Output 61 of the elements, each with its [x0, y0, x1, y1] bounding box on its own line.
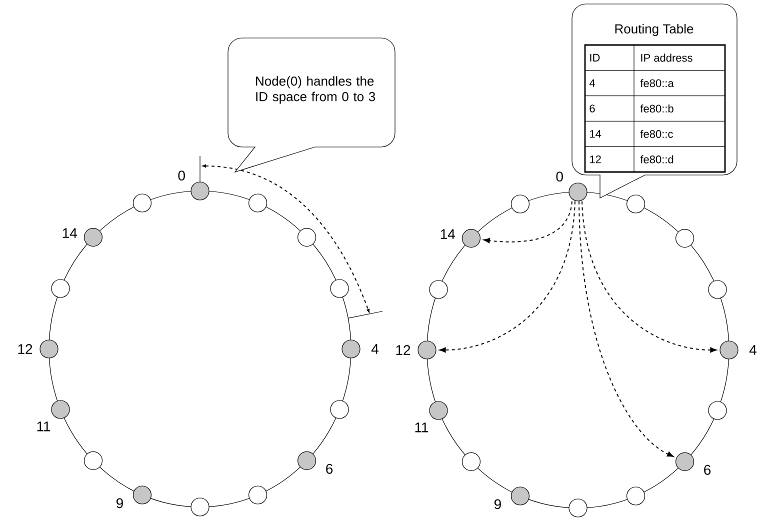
table-cell: fe80::b	[640, 104, 674, 113]
ring-node	[190, 182, 210, 200]
ring-node	[510, 486, 530, 506]
ring-node	[248, 194, 268, 212]
node-number: 11	[37, 422, 50, 432]
ring-node	[462, 229, 480, 248]
node-number: 0	[178, 170, 185, 181]
ring-node	[51, 279, 70, 298]
ring-node	[84, 228, 102, 247]
node-number: 11	[415, 422, 428, 432]
ring-node	[568, 182, 588, 202]
ring-node	[462, 452, 480, 471]
table-cell: ID	[590, 54, 600, 62]
table-cell: fe80::d	[640, 155, 674, 164]
ring-node	[510, 194, 530, 214]
table-cell: fe80::c	[640, 130, 673, 138]
node-number: 9	[494, 499, 501, 510]
node-number: 4	[749, 345, 756, 355]
ring-node	[40, 340, 58, 358]
ring-node	[248, 486, 268, 504]
node-number: 6	[704, 464, 711, 475]
table-cell: 6	[590, 104, 595, 112]
ring-node	[190, 498, 210, 516]
ring-node	[568, 498, 588, 518]
ring-node	[330, 400, 349, 419]
node-number: 14	[440, 229, 455, 239]
arrow	[439, 200, 576, 353]
arrow	[578, 200, 674, 457]
ring-node	[720, 340, 738, 360]
table-cell: 12	[590, 155, 601, 164]
ring-node	[626, 486, 646, 506]
ring-node	[418, 340, 436, 360]
ring-node	[298, 451, 316, 470]
ring-node	[342, 340, 360, 358]
ring-node	[132, 194, 152, 212]
ring-node	[676, 229, 694, 248]
arrow	[582, 200, 717, 353]
ring-node	[708, 401, 727, 420]
ring-node	[330, 279, 349, 298]
table-cell: fe80::a	[640, 79, 674, 88]
ring-node	[676, 452, 694, 471]
table-cell: 14	[590, 130, 602, 138]
table-cell: IP address	[641, 54, 692, 62]
node-number: 9	[116, 498, 123, 508]
ring-node	[708, 280, 727, 299]
ring-node	[429, 401, 448, 420]
node-number: 6	[326, 464, 333, 474]
speech-bubble: Node(0) handles the ID space from 0 to 3	[228, 38, 396, 172]
ring-node	[51, 400, 70, 419]
ring-node	[84, 451, 102, 470]
node-number: 14	[62, 228, 77, 238]
table-cell: 4	[589, 79, 595, 87]
node-number: 12	[18, 344, 32, 354]
ring-node	[132, 486, 152, 504]
arrow	[483, 200, 572, 244]
ring-node	[429, 280, 448, 299]
ring-node	[626, 194, 646, 214]
node-number: 12	[396, 345, 410, 355]
node-number: 0	[556, 172, 563, 182]
node-number: 4	[371, 344, 378, 354]
ring-node	[298, 228, 316, 247]
